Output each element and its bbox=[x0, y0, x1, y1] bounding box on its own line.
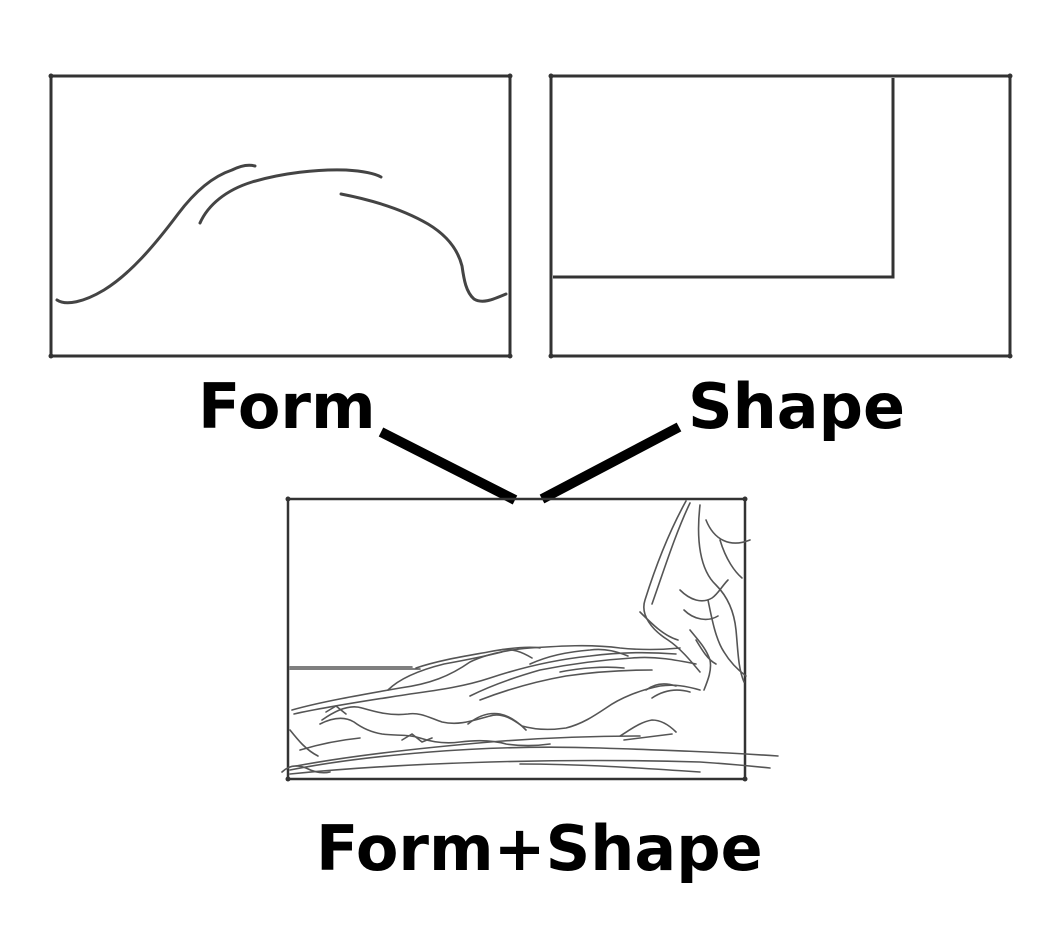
shape-panel bbox=[548, 73, 1013, 359]
shape-inner-block bbox=[553, 78, 895, 279]
form-panel-frame bbox=[49, 74, 512, 358]
connector-form bbox=[378, 427, 518, 505]
landscape-sketch bbox=[281, 500, 779, 775]
form-shape-panel bbox=[281, 496, 779, 782]
form-curve-left bbox=[55, 163, 257, 305]
connector-shape bbox=[539, 422, 682, 504]
form-shape-label: Form+Shape bbox=[316, 812, 763, 885]
form-curve-right bbox=[339, 192, 508, 303]
form-panel bbox=[48, 73, 513, 359]
shape-panel-frame bbox=[549, 74, 1012, 358]
form-shape-panel-frame bbox=[286, 497, 747, 781]
form-label: Form bbox=[198, 370, 376, 443]
form-curve-middle bbox=[198, 168, 383, 225]
shape-label: Shape bbox=[688, 370, 906, 443]
